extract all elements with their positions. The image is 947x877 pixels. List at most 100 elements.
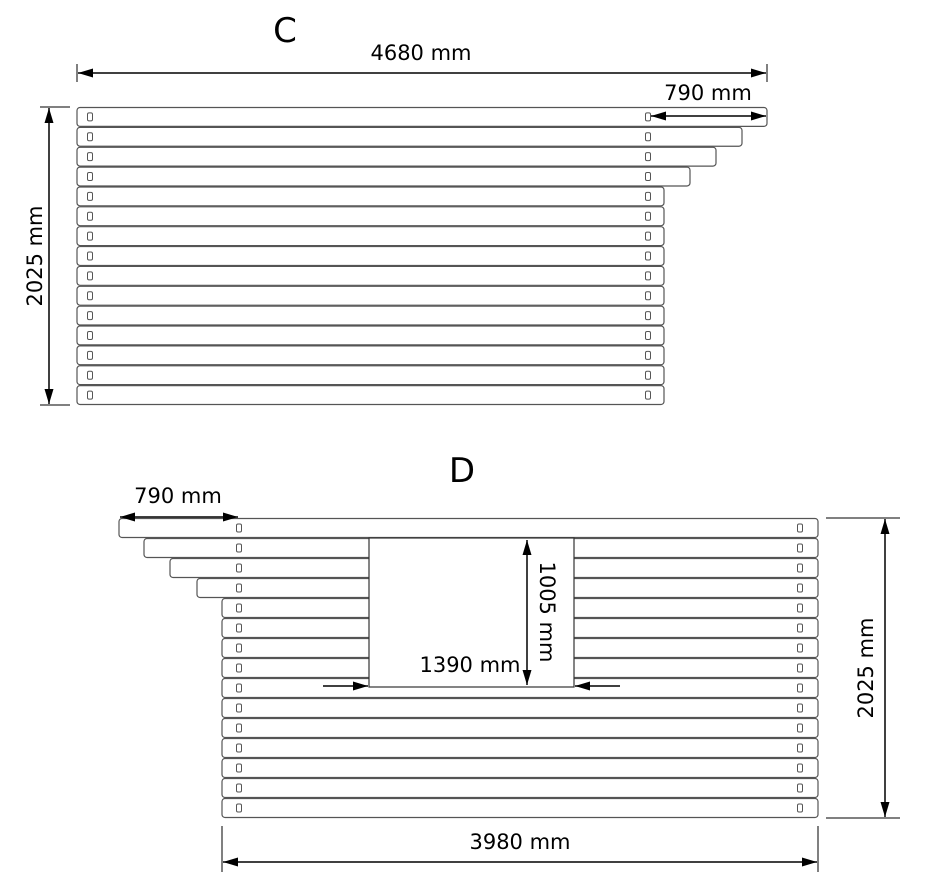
log bbox=[221, 737, 819, 759]
c-height-text: 2025 mm bbox=[23, 205, 47, 306]
notch bbox=[236, 703, 242, 713]
notch bbox=[236, 523, 242, 533]
d-overhang-text: 790 mm bbox=[134, 484, 222, 508]
notch bbox=[797, 783, 803, 793]
notch bbox=[797, 763, 803, 773]
d-overhang-dimension: 790 mm bbox=[120, 484, 238, 522]
log bbox=[76, 166, 691, 187]
d-width-dimension: 3980 mm bbox=[221, 826, 819, 872]
notch bbox=[87, 311, 93, 321]
log bbox=[221, 757, 819, 779]
notch bbox=[87, 330, 93, 340]
notch bbox=[236, 763, 242, 773]
notch bbox=[797, 543, 803, 553]
window-opening: 1005 mm 1390 mm bbox=[323, 537, 620, 691]
notch bbox=[797, 803, 803, 813]
notch bbox=[236, 743, 242, 753]
log bbox=[76, 186, 665, 207]
notch bbox=[87, 390, 93, 400]
notch bbox=[87, 231, 93, 241]
wall-c-logs bbox=[76, 106, 768, 406]
log bbox=[76, 245, 665, 267]
notch bbox=[87, 350, 93, 360]
c-width-text: 4680 mm bbox=[370, 41, 471, 65]
notch bbox=[797, 743, 803, 753]
notch bbox=[87, 112, 93, 122]
log bbox=[221, 717, 819, 739]
notch bbox=[236, 803, 242, 813]
notch bbox=[645, 330, 651, 340]
notch bbox=[645, 390, 651, 400]
notch bbox=[236, 723, 242, 733]
notch bbox=[645, 211, 651, 221]
window-height-text: 1005 mm bbox=[535, 561, 559, 662]
notch bbox=[236, 603, 242, 613]
log bbox=[221, 797, 819, 819]
notch bbox=[87, 211, 93, 221]
notch bbox=[87, 132, 93, 142]
log bbox=[76, 385, 665, 406]
notch bbox=[236, 783, 242, 793]
log bbox=[76, 345, 665, 366]
notch bbox=[87, 172, 93, 182]
notch bbox=[645, 112, 651, 122]
notch bbox=[797, 523, 803, 533]
notch bbox=[645, 152, 651, 162]
notch bbox=[645, 271, 651, 281]
log bbox=[76, 305, 665, 326]
d-width-text: 3980 mm bbox=[469, 830, 570, 854]
log bbox=[118, 517, 819, 539]
notch bbox=[87, 291, 93, 301]
notch bbox=[87, 370, 93, 380]
window-width-text: 1390 mm bbox=[419, 653, 520, 677]
log bbox=[76, 265, 665, 286]
log bbox=[76, 226, 665, 247]
c-height-dimension: 2025 mm bbox=[23, 106, 70, 406]
log bbox=[76, 325, 665, 346]
notch bbox=[797, 683, 803, 693]
notch bbox=[236, 583, 242, 593]
notch bbox=[797, 603, 803, 613]
log bbox=[76, 106, 768, 127]
notch bbox=[87, 152, 93, 162]
notch bbox=[87, 251, 93, 261]
notch bbox=[236, 623, 242, 633]
notch bbox=[797, 643, 803, 653]
c-width-dimension: 4680 mm bbox=[76, 41, 768, 82]
notch bbox=[645, 370, 651, 380]
log bbox=[76, 206, 665, 227]
notch bbox=[645, 251, 651, 261]
notch bbox=[236, 563, 242, 573]
notch bbox=[236, 663, 242, 673]
d-height-dimension: 2025 mm bbox=[826, 517, 900, 819]
notch bbox=[797, 703, 803, 713]
notch bbox=[645, 350, 651, 360]
panel-c-label: C bbox=[273, 11, 297, 51]
notch bbox=[645, 311, 651, 321]
log bbox=[76, 146, 717, 167]
notch bbox=[645, 132, 651, 142]
c-overhang-text: 790 mm bbox=[664, 81, 752, 105]
notch bbox=[645, 191, 651, 201]
d-height-text: 2025 mm bbox=[854, 617, 878, 718]
notch bbox=[87, 191, 93, 201]
log bbox=[76, 365, 665, 386]
log bbox=[221, 697, 819, 719]
notch bbox=[645, 172, 651, 182]
notch bbox=[797, 563, 803, 573]
log bbox=[221, 777, 819, 799]
notch bbox=[797, 623, 803, 633]
notch bbox=[797, 723, 803, 733]
notch bbox=[236, 683, 242, 693]
notch bbox=[236, 543, 242, 553]
log bbox=[76, 285, 665, 306]
log bbox=[76, 126, 743, 147]
notch bbox=[87, 271, 93, 281]
panel-d-label: D bbox=[449, 451, 475, 491]
notch bbox=[236, 643, 242, 653]
notch bbox=[645, 231, 651, 241]
notch bbox=[797, 583, 803, 593]
c-overhang-dimension: 790 mm bbox=[651, 81, 766, 121]
notch bbox=[797, 663, 803, 673]
